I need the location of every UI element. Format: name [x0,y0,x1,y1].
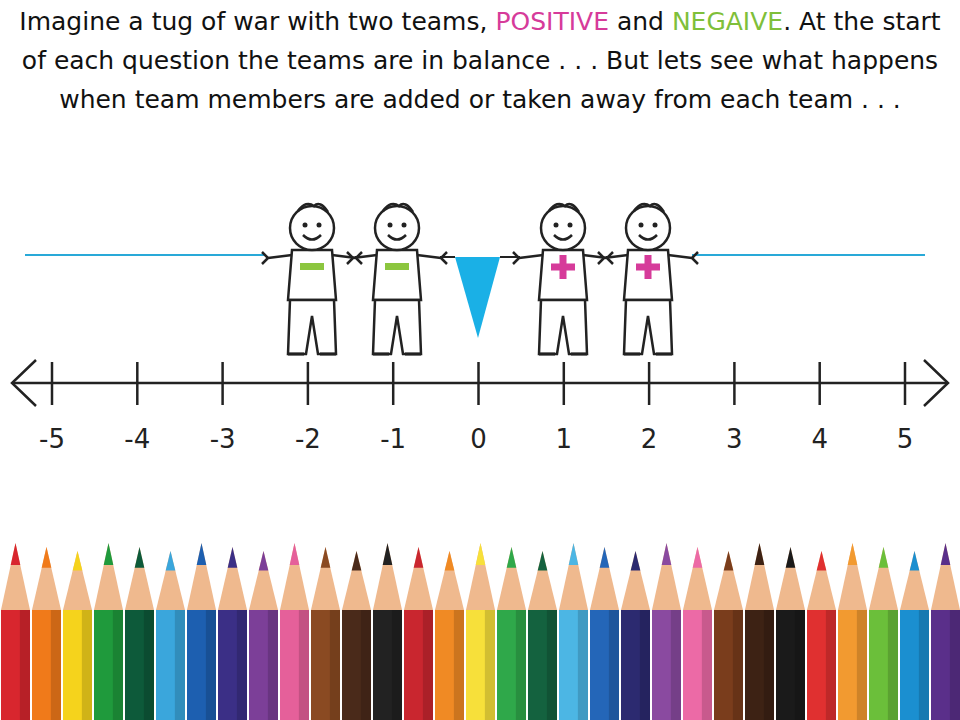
pencil [528,551,557,720]
pencil [218,547,247,720]
tick-label: -3 [183,424,263,454]
tick-mark [477,362,480,405]
pencil [714,551,743,720]
pencil [745,543,774,720]
pencil [63,551,92,720]
pencil [776,547,805,720]
pencil [125,547,154,720]
pencil [497,547,526,720]
team-name: NEGAIVE [672,7,783,36]
pencil [311,547,340,720]
heading-text: Imagine a tug of war with two teams, [19,7,487,36]
tick-label: -2 [268,424,348,454]
pencil-border [1,543,960,720]
rope [25,255,925,257]
center-marker [455,257,500,338]
pencil [404,547,433,720]
pencil [621,551,650,720]
pencil [807,551,836,720]
tick-mark [733,362,736,405]
pencil [590,547,619,720]
pencil [373,543,402,720]
team-name: POSITIVE [495,7,609,36]
tick-mark [392,362,395,405]
number-line [12,360,948,406]
tick-label: -1 [353,424,433,454]
tick-mark [648,362,651,405]
pencil [249,551,278,720]
pencil [838,543,867,720]
pencil [869,547,898,720]
tick-label: -4 [97,424,177,454]
tick-label: 5 [865,424,945,454]
heading: Imagine a tug of war with two teams, POS… [15,2,945,119]
pencil [559,543,588,720]
tick-mark [904,362,907,405]
pencil [435,551,464,720]
tick-label: 4 [780,424,860,454]
pencil [94,543,123,720]
tick-label: -5 [12,424,92,454]
tick-label: 2 [609,424,689,454]
tick-mark [563,362,566,405]
pencil [187,543,216,720]
pencil [931,543,960,720]
tick-label: 3 [694,424,774,454]
tick-label: 1 [524,424,604,454]
pencil [683,547,712,720]
pencil [156,551,185,720]
pencil [466,543,495,720]
pencil [652,543,681,720]
tick-mark [307,362,310,405]
tick-mark [818,362,821,405]
pencil [342,551,371,720]
tick-label: 0 [439,424,519,454]
pencil [900,551,929,720]
tick-mark [221,362,224,405]
heading-text: and [617,7,664,36]
negative-team [262,204,447,354]
positive-team [513,204,698,354]
pencil [280,543,309,720]
tick-mark [51,362,54,405]
tick-mark [136,362,139,405]
pencil [1,543,30,720]
pencil [32,547,61,720]
